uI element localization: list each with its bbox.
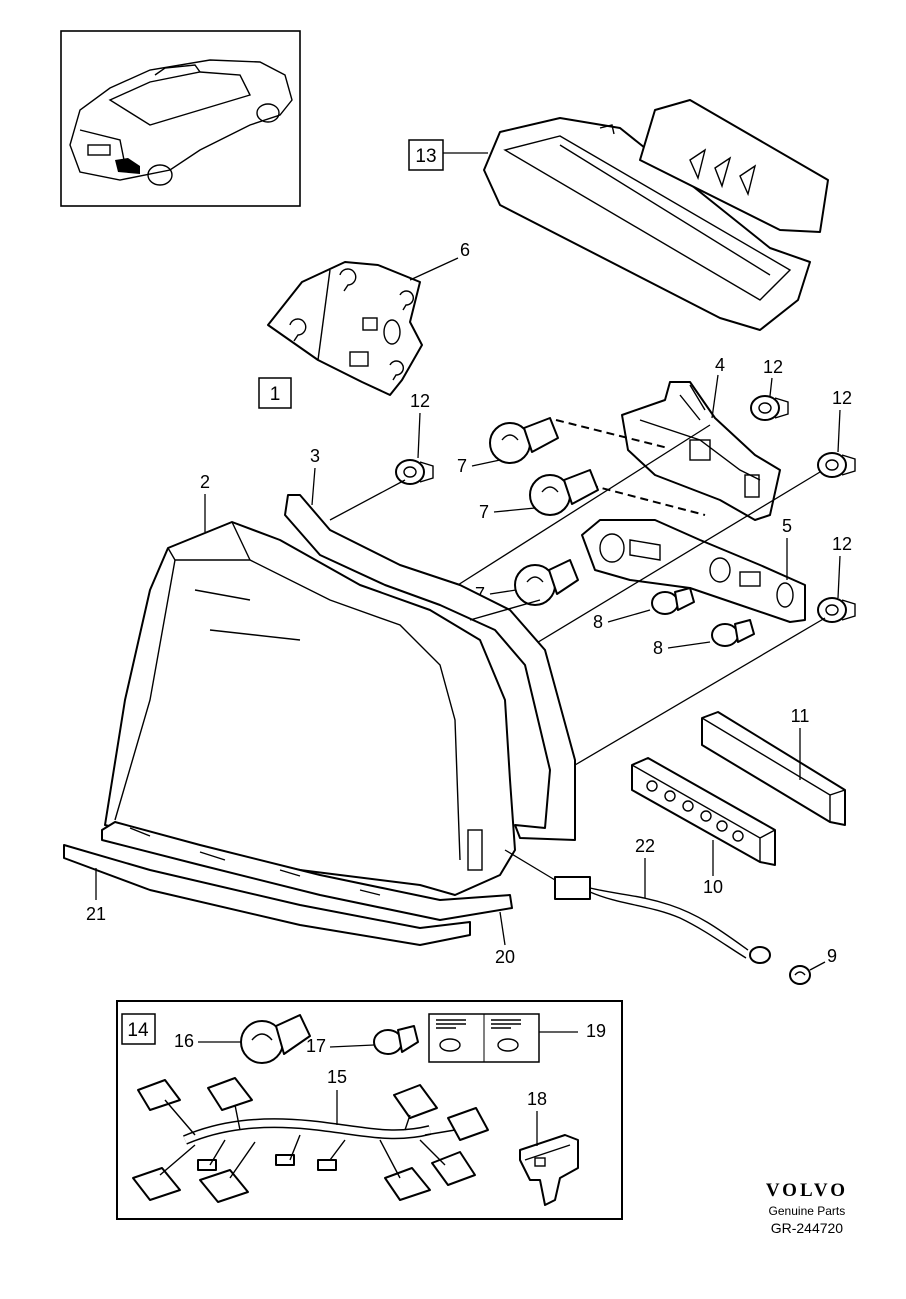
callout-19: 19	[586, 1021, 606, 1041]
part-18-fuse	[519, 1134, 579, 1206]
part-11-pad	[701, 711, 846, 826]
callout-12c: 12	[832, 388, 852, 408]
part-7-bulb-c	[514, 559, 579, 606]
box-1	[258, 377, 292, 409]
part-15-harness	[132, 1077, 489, 1203]
part-8-bulb-a	[651, 587, 695, 615]
callout-6: 6	[460, 240, 470, 260]
callout-14: 14	[127, 1020, 149, 1041]
part-19-label-sheet	[428, 1013, 540, 1063]
callout-1: 1	[270, 384, 281, 405]
part-16-bulb	[240, 1014, 311, 1064]
part-17-bulb	[373, 1025, 419, 1055]
diagram-reference: GR-244720	[770, 1220, 844, 1236]
callout-13: 13	[415, 146, 436, 167]
callout-22: 22	[635, 836, 655, 856]
box-14	[121, 1013, 156, 1045]
part-7-bulb-b	[529, 469, 599, 516]
part-6-bulb-holder	[267, 261, 423, 396]
part-10-pad	[631, 757, 776, 866]
callout-12d: 12	[832, 534, 852, 554]
callout-17: 17	[306, 1036, 326, 1056]
callout-16: 16	[174, 1031, 194, 1051]
part-5-bulb-holder	[581, 519, 806, 623]
callout-12b: 12	[410, 391, 430, 411]
brand-subtitle: Genuine Parts	[768, 1204, 846, 1218]
part-20-seal	[101, 821, 513, 921]
part-12-grommet-right-upper	[817, 452, 856, 478]
callout-21: 21	[86, 904, 106, 924]
callout-15: 15	[327, 1067, 347, 1087]
callout-18: 18	[527, 1089, 547, 1109]
volvo-logo: VOLVO	[765, 1180, 848, 1201]
part-13-brake-light	[483, 99, 829, 331]
callout-12a: 12	[763, 357, 783, 377]
part-8-bulb-b	[711, 619, 755, 647]
callout-7b: 7	[479, 502, 489, 522]
part-4-bracket	[621, 381, 781, 521]
callout-4: 4	[715, 355, 725, 375]
callout-11: 11	[791, 706, 810, 726]
callout-3: 3	[310, 446, 320, 466]
callout-9: 9	[827, 946, 837, 966]
callout-2: 2	[200, 472, 210, 492]
callout-5: 5	[782, 516, 792, 536]
part-22-wire	[504, 849, 771, 964]
service-kit-frame	[116, 1000, 623, 1220]
callout-7a: 7	[457, 456, 467, 476]
part-12-grommet-top	[750, 395, 789, 421]
part-12-grommet-right-lower	[817, 597, 856, 623]
callout-10: 10	[703, 877, 723, 897]
callout-8b: 8	[653, 638, 663, 658]
car-inset	[60, 30, 301, 207]
callout-20: 20	[495, 947, 515, 967]
brand-block: VOLVO Genuine Parts GR-244720	[766, 1180, 848, 1236]
part-21-seal	[63, 844, 471, 946]
part-3-gasket	[284, 494, 576, 841]
callout-8a: 8	[593, 612, 603, 632]
part-7-bulb-a	[489, 417, 559, 464]
part-12-grommet-left	[395, 459, 434, 485]
box-13	[408, 139, 444, 171]
part-2-lamp-housing	[104, 521, 541, 896]
part-9-bulb	[789, 965, 811, 985]
